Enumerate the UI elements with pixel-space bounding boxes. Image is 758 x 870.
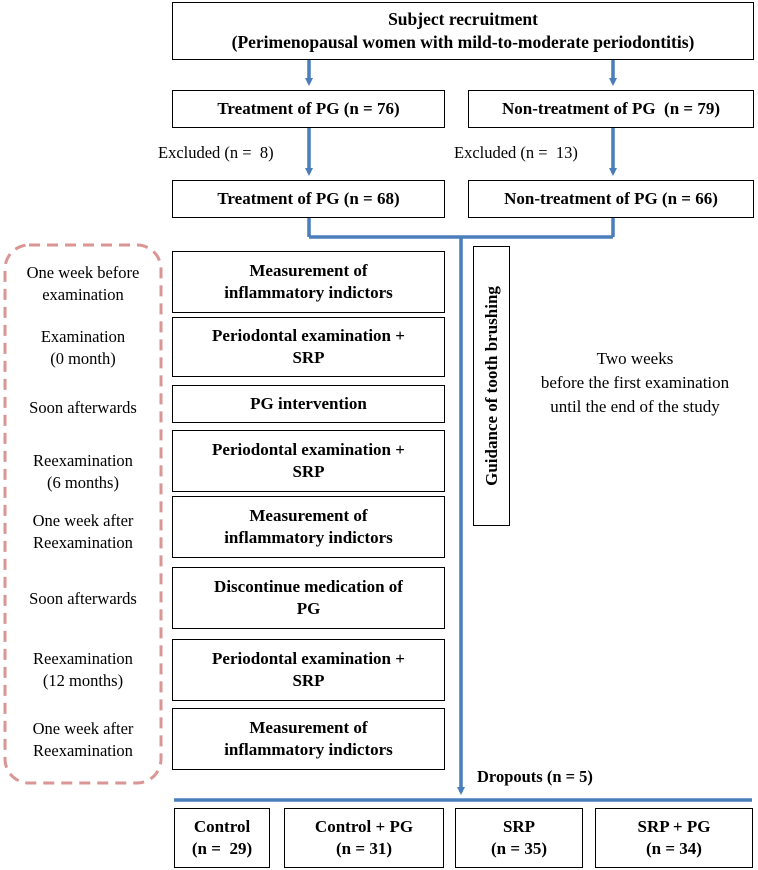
treat-initial-label: Treatment of PG (n = 76) (217, 98, 400, 118)
final-group-control: Control(n = 29) (174, 808, 270, 868)
treat-initial-box: Treatment of PG (n = 76) (172, 90, 445, 128)
time-label: Soon afterwards (29, 589, 137, 608)
action-box-reexam-12: Periodontal examination +SRP (172, 639, 445, 701)
excluded-left-label: Excluded (n = 8) (158, 143, 274, 162)
nontreat-final-label: Non-treatment of PG (n = 66) (504, 188, 718, 208)
action-box-reexam-6: Periodontal examination +SRP (172, 430, 445, 492)
recruitment-title: Subject recruitment (388, 9, 538, 30)
recruitment-subtitle: (Perimenopausal women with mild-to-moder… (231, 32, 695, 52)
time-label: Examination(0 month) (40, 327, 126, 369)
nontreat-final-box: Non-treatment of PG (n = 66) (468, 180, 754, 218)
time-label: Reexamination(6 months) (33, 451, 133, 493)
action-box-pg-intervention: PG intervention (172, 385, 445, 423)
dropouts-label: Dropouts (n = 5) (477, 767, 593, 786)
final-group-srp-pg: SRP + PG(n = 34) (595, 808, 753, 868)
nontreat-initial-box: Non-treatment of PG (n = 79) (468, 90, 754, 128)
excluded-right-label: Excluded (n = 13) (454, 143, 578, 162)
timeline-dashed-frame (3, 243, 163, 785)
nontreat-initial-label: Non-treatment of PG (n = 79) (501, 98, 721, 118)
treat-final-box: Treatment of PG (n = 68) (172, 180, 445, 218)
time-label: Soon afterwards (29, 398, 137, 417)
time-label: Reexamination(12 months) (33, 649, 133, 691)
guidance-box: Guidance of tooth brushing (473, 246, 510, 526)
treat-final-label: Treatment of PG (n = 68) (217, 188, 400, 208)
guidance-label: Guidance of tooth brushing (481, 286, 501, 486)
action-box-exam: Periodontal examination +SRP (172, 317, 445, 377)
guidance-note: Two weeks before the first examination u… (540, 349, 730, 416)
recruitment-box: Subject recruitment (Perimenopausal wome… (172, 2, 754, 60)
final-group-control-pg: Control + PG(n = 31) (284, 808, 444, 868)
final-group-srp: SRP(n = 35) (455, 808, 583, 868)
